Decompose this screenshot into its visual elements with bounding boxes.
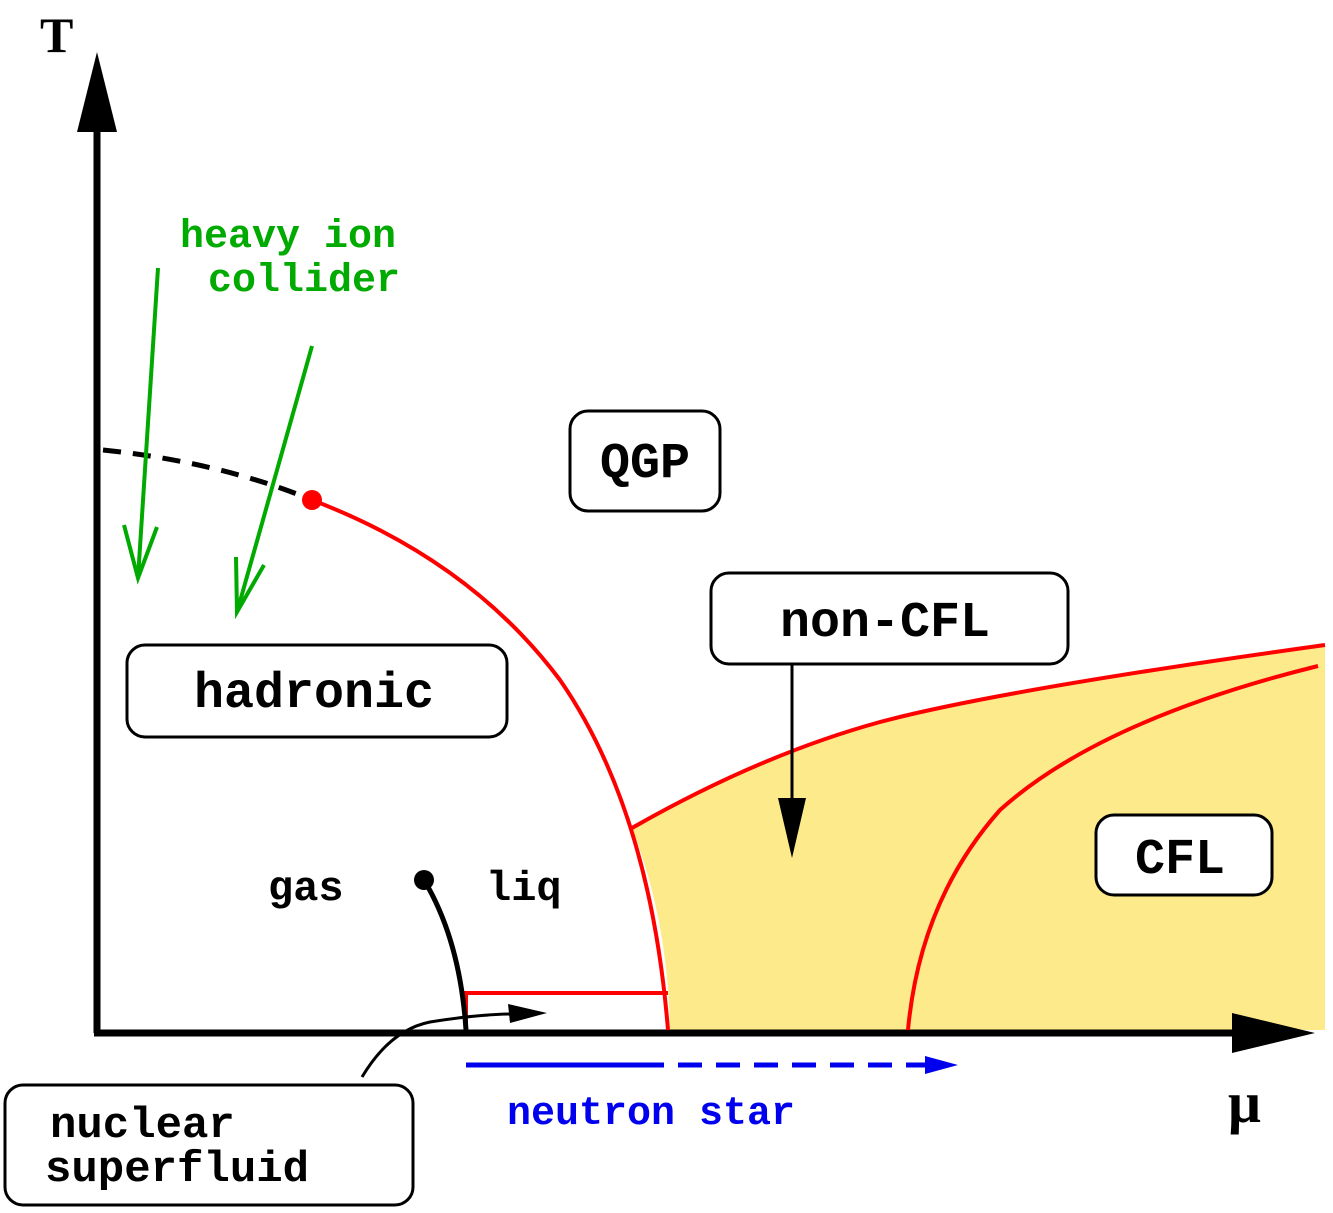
liq-label: liq: [486, 865, 562, 913]
non-cfl-boundary: [631, 643, 1326, 830]
cfl-boundary: [906, 664, 1319, 1031]
gas-label: gas: [268, 865, 344, 913]
heavy-ion-label-line2: collider: [208, 259, 400, 304]
crossover-line: [102, 447, 313, 503]
nuclear-superfluid-arrow: [360, 1012, 516, 1078]
heavy-ion-arrow-2: [234, 345, 314, 620]
hadronic-box: [125, 643, 509, 739]
t-axis-arrowhead: [77, 52, 117, 132]
non-cfl-arrowhead: [778, 798, 806, 858]
nuclear-superfluid-box: [3, 1083, 415, 1207]
neutron-star-arrowhead: [925, 1056, 958, 1074]
hadron-qgp-boundary: [311, 498, 670, 1031]
liquid-gas-line: [421, 878, 469, 1031]
mu-axis-label: μ: [1228, 1070, 1261, 1135]
non-cfl-label: non-CFL: [780, 595, 990, 652]
hadronic-label: hadronic: [194, 666, 434, 723]
non-cfl-box: [709, 571, 1070, 666]
cfl-box: [1094, 813, 1274, 897]
nuclear-superfluid-arrowhead: [508, 1004, 547, 1023]
mu-axis-arrowhead: [1232, 1013, 1315, 1053]
liquid-gas-critical-point: [414, 870, 434, 890]
nuclear-superfluid-boundary: [464, 991, 668, 1030]
cfl-label: CFL: [1135, 832, 1225, 889]
critical-point: [302, 490, 322, 510]
neutron-star-label: neutron star: [507, 1092, 795, 1137]
t-axis-label: T: [40, 7, 73, 63]
heavy-ion-arrow-1: [122, 267, 160, 585]
qgp-box: [568, 409, 722, 513]
nuclear-label-line2: superfluid: [45, 1145, 309, 1195]
heavy-ion-label-line1: heavy ion: [180, 215, 396, 260]
qgp-label: QGP: [600, 436, 690, 493]
nuclear-label-line1: nuclear: [50, 1101, 235, 1151]
